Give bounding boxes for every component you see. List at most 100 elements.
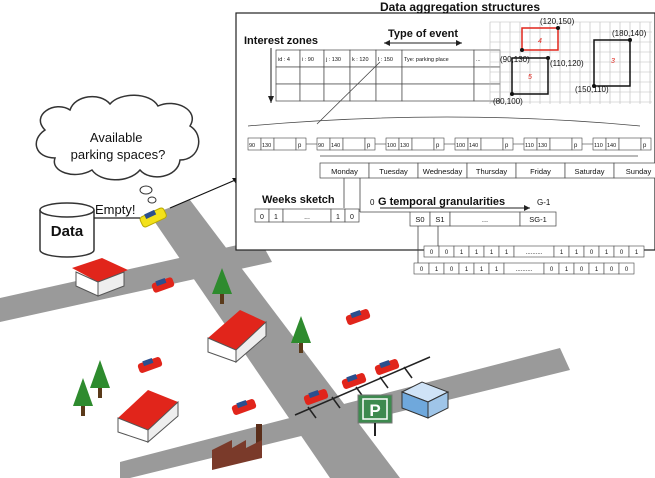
record-type: p	[574, 143, 578, 149]
parking-sign-icon: P	[357, 394, 393, 436]
week-cell: 0	[260, 214, 264, 221]
zone-header-cell: id : 4	[278, 57, 290, 63]
bit-cell: 0	[610, 267, 614, 273]
data-label: Data	[51, 223, 84, 240]
empty-label: Empty!	[95, 202, 135, 217]
bit-cell: 1	[635, 250, 639, 256]
bit-cell: 1	[505, 250, 509, 256]
tree-icon	[212, 268, 232, 304]
bit-cell: 1	[560, 250, 564, 256]
weeks-sketch-label: Weeks sketch	[262, 194, 335, 206]
day-cell: Wednesday	[423, 167, 463, 176]
tree-icon	[90, 360, 110, 398]
day-cell: Saturday	[574, 167, 604, 176]
record-value: 100	[456, 143, 465, 149]
car-icon	[231, 399, 257, 415]
bit-cell: 1	[435, 267, 439, 273]
car-icon	[374, 359, 400, 375]
week-cell: 0	[350, 214, 354, 221]
bit-cell: 1	[480, 267, 484, 273]
bit-cell: 0	[445, 250, 449, 256]
bit-cell: 0	[620, 250, 624, 256]
day-cell: Friday	[530, 167, 551, 176]
bit-cell: 1	[475, 250, 479, 256]
day-cell: Thursday	[476, 167, 508, 176]
granularity-right-index: G-1	[537, 198, 551, 207]
bit-cell: 1	[495, 267, 499, 273]
grid-coordinate-label: (180,140)	[612, 29, 647, 38]
cloud-text: Available parking spaces?	[71, 130, 166, 162]
record-value: 100	[387, 143, 396, 149]
car-icon	[345, 309, 371, 325]
granularity-cell: S0	[415, 215, 424, 224]
parking-sign-letter: P	[369, 401, 380, 420]
day-cell: Monday	[331, 167, 358, 176]
car-icon	[137, 357, 163, 373]
grid-zone-id: 3	[611, 58, 615, 65]
bit-cell: 1	[460, 250, 464, 256]
database-icon: Data	[39, 202, 95, 258]
factory-icon	[212, 424, 262, 470]
bit-cell: 0	[420, 267, 424, 273]
bit-cell: 1	[605, 250, 609, 256]
interest-zones-table: id : 4 i : 90 j : 130 k : 120 l : 150 Tye: pa…	[275, 49, 501, 102]
record-value: 90	[249, 143, 255, 149]
zone-header-cell: j : 130	[325, 57, 341, 63]
record-type: p	[298, 143, 302, 149]
spatial-grid: (120,150)(180,140)(90,130)(110,120)(150,…	[489, 17, 652, 106]
grid-coordinate-label: (90,130)	[500, 55, 530, 64]
car-icon	[151, 277, 175, 293]
tree-icon	[291, 316, 311, 353]
day-cell: Sunday	[626, 167, 652, 176]
granularity-cell: ...	[482, 215, 488, 224]
day-cell: Tuesday	[379, 167, 408, 176]
record-value: 110	[594, 143, 603, 149]
bit-cell: 0	[625, 267, 629, 273]
bit-cell: 1	[565, 267, 569, 273]
record-value: 130	[262, 143, 271, 149]
grid-zone-id: 5	[528, 74, 532, 81]
grid-coordinate-label: (80,100)	[493, 97, 523, 106]
record-type: p	[505, 143, 509, 149]
record-value: 140	[469, 143, 478, 149]
parking-lines	[294, 356, 431, 419]
record-value: 90	[318, 143, 324, 149]
zone-header-cell: l : 150	[378, 57, 393, 63]
bit-cell: 1	[465, 267, 469, 273]
bit-cell: ..........	[526, 250, 543, 256]
zone-header-cell: Tye: parking place	[404, 57, 449, 63]
house-icon	[117, 390, 179, 444]
bit-cell: 0	[550, 267, 554, 273]
week-cell: 1	[274, 214, 278, 221]
grid-coordinate-label: (120,150)	[540, 17, 575, 26]
thought-cloud: Available parking spaces?	[35, 94, 200, 204]
bit-cell: 1	[575, 250, 579, 256]
record-value: 130	[400, 143, 409, 149]
type-of-event-label: Type of event	[388, 28, 458, 40]
house-icon	[72, 258, 128, 297]
zone-header-cell: i : 90	[302, 57, 314, 63]
grid-coordinate-label: (150,110)	[575, 85, 609, 94]
granularities-label: G temporal granularities	[378, 196, 505, 208]
record-value: 130	[538, 143, 547, 149]
road-cross-1	[0, 240, 272, 322]
record-type: p	[367, 143, 371, 149]
bit-cell: 0	[450, 267, 454, 273]
interest-zones-label: Interest zones	[244, 35, 318, 47]
bit-cell: ..........	[516, 267, 533, 273]
granularity-cell: S1	[435, 215, 444, 224]
week-cell: ...	[304, 214, 310, 221]
granularity-left-index: 0	[370, 198, 375, 207]
bit-cell: 0	[430, 250, 434, 256]
car-icon	[341, 373, 367, 389]
record-value: 140	[331, 143, 340, 149]
bit-cell: 0	[580, 267, 584, 273]
house-icon	[207, 310, 267, 364]
record-value: 140	[607, 143, 616, 149]
zone-header-cell: k : 120	[352, 57, 369, 63]
